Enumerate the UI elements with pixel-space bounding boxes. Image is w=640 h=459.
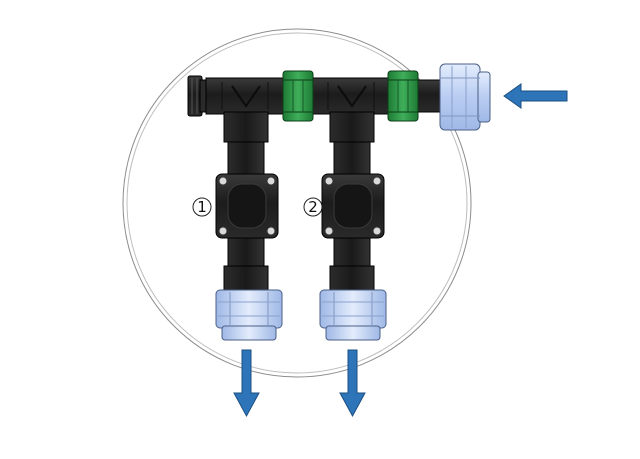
ball-valve-icon	[215, 173, 279, 239]
compression-fitting-icon	[215, 289, 283, 341]
background-circle	[122, 28, 472, 378]
ball-valve-icon	[321, 173, 385, 239]
callout-label-1: 1	[197, 198, 207, 216]
outlet-arrow-icon	[339, 349, 366, 418]
inlet-arrow-icon	[503, 83, 568, 109]
callout-valve-1: 1	[192, 197, 212, 217]
callout-valve-2: 2	[303, 197, 323, 217]
union-nut-icon	[282, 70, 314, 122]
callout-label-2: 2	[308, 198, 318, 216]
outlet-arrow-icon	[233, 349, 260, 418]
end-cap	[187, 75, 209, 117]
union-nut-icon	[387, 70, 419, 122]
compression-fitting-icon	[319, 289, 387, 341]
compression-fitting-icon	[439, 63, 491, 131]
branch-2	[319, 111, 387, 341]
branch-1	[215, 111, 283, 341]
